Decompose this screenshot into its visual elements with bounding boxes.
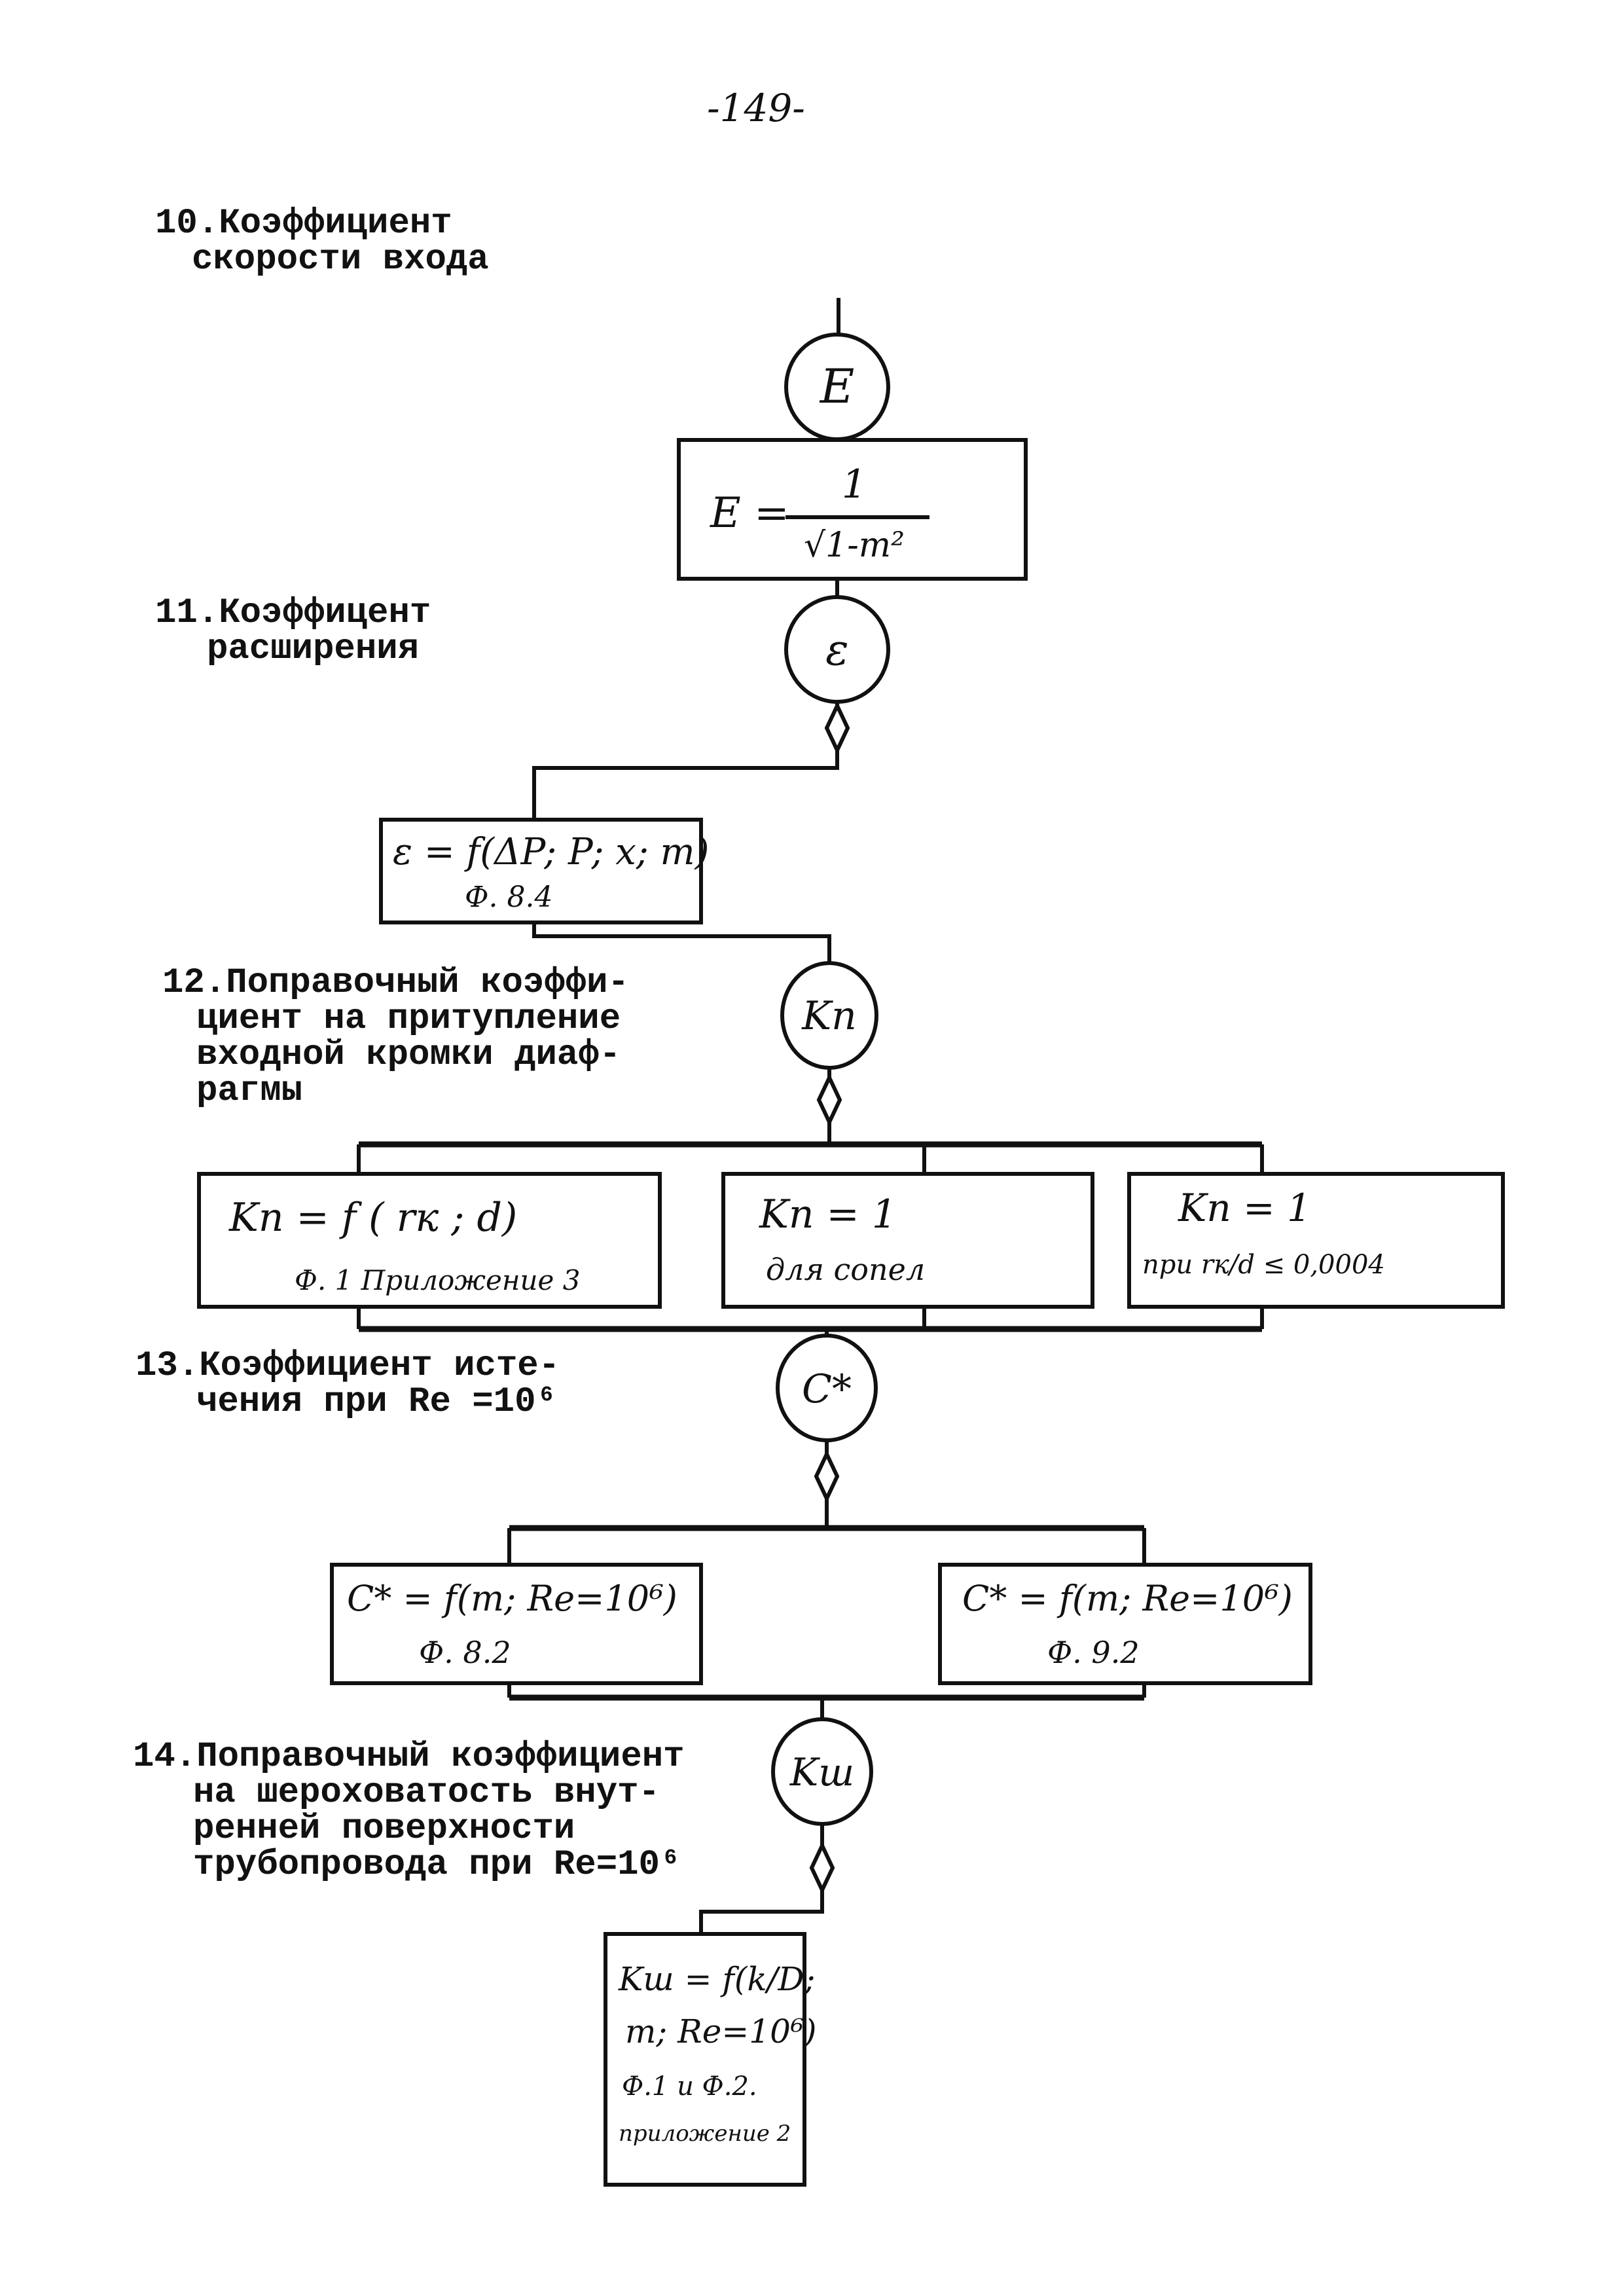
formula: ε = f(ΔP; P; x; m): [393, 831, 710, 873]
label-line: ренней поверхности: [193, 1809, 575, 1849]
formula-numerator: 1: [842, 462, 867, 507]
formula: Kп = f ( rк ; d): [228, 1195, 517, 1241]
section-label-14: 14.Поправочный коэффициент на шероховато…: [133, 1737, 685, 1885]
section-label-10: 10.Коэффициент скорости входа: [155, 204, 489, 280]
node-C: C*: [776, 1334, 878, 1442]
label-line: 13.Коэффициент исте-: [135, 1346, 560, 1386]
decision-diamond: [824, 701, 850, 756]
node-label: E: [819, 359, 855, 414]
box-kn-c: Kп = 1 при rк/d ≤ 0,0004: [1127, 1172, 1505, 1309]
box-kw: Kш = f(k/D; m; Re=10⁶) Ф.1 и Ф.2. прилож…: [604, 1932, 816, 2187]
formula: C* = f(m; Re=10⁶): [347, 1578, 677, 1619]
label-line: расширения: [207, 629, 419, 669]
node-label: Kш: [789, 1750, 854, 1795]
label-line: 10.Коэффициент: [155, 204, 452, 244]
node-Kw: Kш: [771, 1717, 873, 1826]
label-line: рагмы: [196, 1071, 302, 1111]
node-Kn: Kп: [780, 961, 878, 1070]
formula-denominator: √1-m²: [804, 526, 905, 565]
label-line: 14.Поправочный коэффициент: [133, 1737, 685, 1777]
formula-ref: приложение 2: [619, 2121, 791, 2147]
box-E-formula: E = 1 √1-m²: [677, 438, 1028, 581]
label-line: скорости входа: [192, 240, 489, 280]
node-E: E: [784, 333, 890, 441]
formula-ref: Ф. 9.2: [1047, 1635, 1140, 1670]
box-c-right: C* = f(m; Re=10⁶) Ф. 9.2: [938, 1563, 1312, 1685]
section-label-12: 12.Поправочный коэффи- циент на притупле…: [162, 963, 629, 1111]
formula-note: для сопел: [766, 1252, 925, 1287]
decision-diamond: [816, 1072, 842, 1127]
label-line: 12.Поправочный коэффи-: [162, 963, 629, 1003]
node-epsilon: ε: [784, 595, 890, 704]
box-kn-b: Kп = 1 для сопел: [721, 1172, 1094, 1309]
box-c-left: C* = f(m; Re=10⁶) Ф. 8.2: [330, 1563, 703, 1685]
connectors: [357, 298, 1264, 1934]
page-number: -149-: [707, 86, 805, 130]
formula: C* = f(m; Re=10⁶): [962, 1578, 1293, 1619]
formula: Kш = f(k/D;: [618, 1960, 816, 1998]
label-line: циент на притупление: [196, 999, 621, 1039]
decision-diamond: [809, 1840, 835, 1895]
formula: m; Re=10⁶): [625, 2013, 816, 2050]
label-line: трубопровода при Re=10⁶: [193, 1845, 681, 1885]
section-label-13: 13.Коэффициент исте- чения при Re =10⁶: [135, 1346, 560, 1422]
section-label-11: 11.Коэффицент расширения: [155, 593, 431, 669]
formula-left: E =: [710, 489, 789, 538]
label-line: 11.Коэффицент: [155, 593, 431, 633]
formula-note: при rк/d ≤ 0,0004: [1142, 1250, 1385, 1280]
node-label: ε: [825, 625, 848, 675]
label-line: чения при Re =10⁶: [196, 1382, 557, 1422]
label-line: входной кромки диаф-: [196, 1035, 621, 1075]
formula-ref: Ф. 8.4: [465, 881, 552, 914]
formula-ref: Ф.1 и Ф.2.: [622, 2071, 757, 2102]
formula: Kп = 1: [759, 1192, 897, 1237]
node-label: C*: [802, 1366, 852, 1412]
label-line: на шероховатость внут-: [193, 1773, 660, 1813]
formula: Kп = 1: [1178, 1186, 1311, 1230]
box-kn-a: Kп = f ( rк ; d) Ф. 1 Приложение 3: [197, 1172, 662, 1309]
node-label: Kп: [801, 993, 856, 1039]
box-epsilon-formula: ε = f(ΔP; P; x; m) Ф. 8.4: [379, 818, 710, 924]
formula-ref: Ф. 1 Приложение 3: [295, 1264, 580, 1296]
formula-ref: Ф. 8.2: [419, 1635, 511, 1670]
decision-diamond: [814, 1449, 840, 1504]
